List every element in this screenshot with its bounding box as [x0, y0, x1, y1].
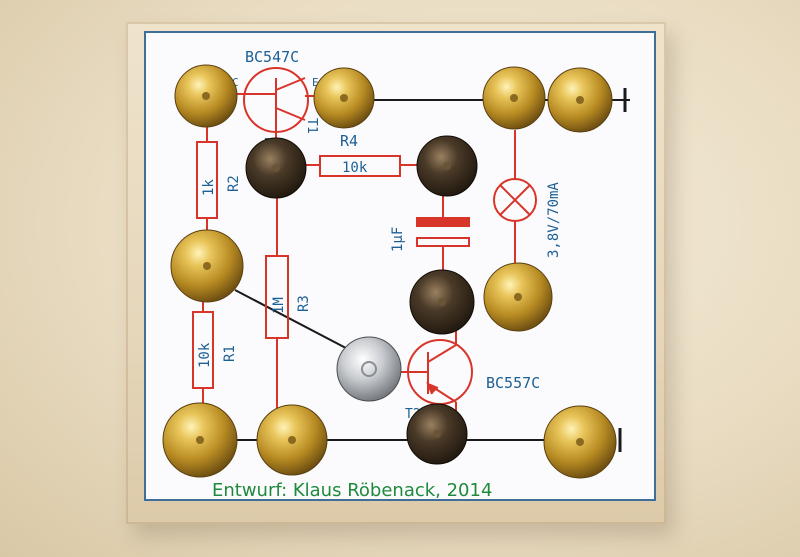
schematic-labels: BC547C C E B T1 1k R2 R4 10k 1µF 3,8V/70… [197, 48, 562, 501]
t1-type-label: BC547C [245, 48, 299, 66]
tack-top-right-2 [547, 67, 613, 133]
t2-type-label: BC557C [486, 374, 540, 392]
t1-collector-label: C [232, 76, 239, 89]
tack-left-middle [170, 229, 244, 303]
tack-bottom-right [543, 405, 617, 479]
r3-name-label: R3 [296, 295, 312, 312]
lamp-value-label: 3,8V/70mA [546, 182, 562, 258]
r4-name-label: R4 [340, 132, 358, 150]
t1-name-label: T1 [304, 118, 319, 134]
thumbtacks [162, 64, 617, 479]
tack-bottom-r3 [256, 404, 328, 476]
r4-value-label: 10k [342, 160, 368, 176]
r3-value-label: 1M [271, 297, 287, 314]
tack-lamp-bottom [483, 262, 553, 332]
tack-t1-emitter [313, 67, 375, 129]
tack-capacitor-bottom [409, 269, 475, 335]
tack-t2-collector [406, 403, 468, 465]
capacitor-value-label: 1µF [390, 227, 406, 252]
tack-bottom-left [162, 402, 238, 478]
tack-t1-base [245, 137, 307, 199]
r2-value-label: 1k [201, 179, 217, 196]
design-credit: Entwurf: Klaus Röbenack, 2014 [212, 480, 492, 501]
tack-top-right-1 [482, 66, 546, 130]
red-schematic [192, 67, 537, 432]
r1-value-label: 10k [197, 342, 213, 368]
r2-name-label: R2 [226, 175, 242, 192]
tack-t2-base-silver [336, 336, 402, 402]
tack-t1-collector [174, 64, 238, 128]
tack-r4-right [416, 135, 478, 197]
t1-emitter-label: E [312, 76, 319, 89]
r1-name-label: R1 [222, 345, 238, 362]
